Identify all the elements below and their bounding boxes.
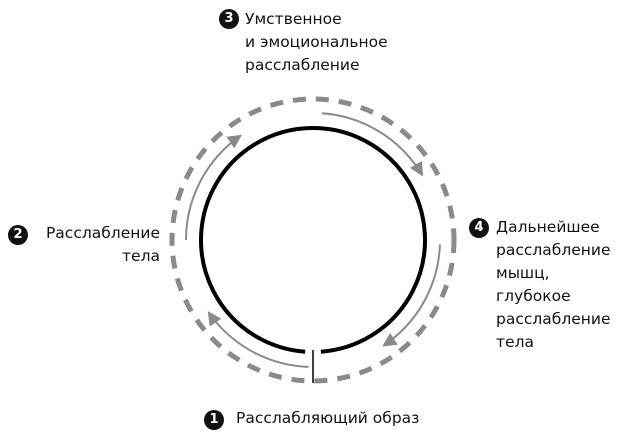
step-3-badge: 3 <box>219 9 239 29</box>
step-2-label: Расслабление тела <box>38 222 160 268</box>
step-4-line: Дальнейшее <box>496 218 600 236</box>
dashed-circle <box>169 96 457 384</box>
step-2-badge: 2 <box>8 225 28 245</box>
step-4-line: расслабление <box>496 241 611 259</box>
step-3-line: расслабление <box>245 56 360 74</box>
main-circle <box>199 126 427 354</box>
arrowhead-icon <box>226 134 242 149</box>
arrowhead-icon <box>409 160 423 177</box>
step-2-line: Расслабление <box>45 224 160 242</box>
step-1-line: Расслабляющий образ <box>236 409 420 427</box>
step-2-line: тела <box>122 247 160 265</box>
step-4-line: тела <box>496 333 534 351</box>
arrowhead-icon <box>382 333 398 347</box>
step-3-label: Умственное и эмоциональное расслабление <box>245 8 388 77</box>
step-4-label: Дальнейшее расслабление мышц, глубокое р… <box>496 216 611 354</box>
step-3-line: Умственное <box>245 10 342 28</box>
step-4-line: расслабление <box>496 310 611 328</box>
step-4-line: мышц, <box>496 264 550 282</box>
arrow-arc-2 <box>185 139 236 241</box>
step-1-badge: 1 <box>204 410 224 430</box>
arrowhead-icon <box>207 311 222 327</box>
arrow-arc-1 <box>212 317 309 368</box>
step-1-label: Расслабляющий образ <box>236 407 419 430</box>
step-3-line: и эмоциональное <box>245 33 388 51</box>
arrow-arc-4 <box>388 244 441 343</box>
step-4-line: глубокое <box>496 287 571 305</box>
step-4-badge: 4 <box>469 218 489 238</box>
arrow-arc-3 <box>321 112 420 170</box>
